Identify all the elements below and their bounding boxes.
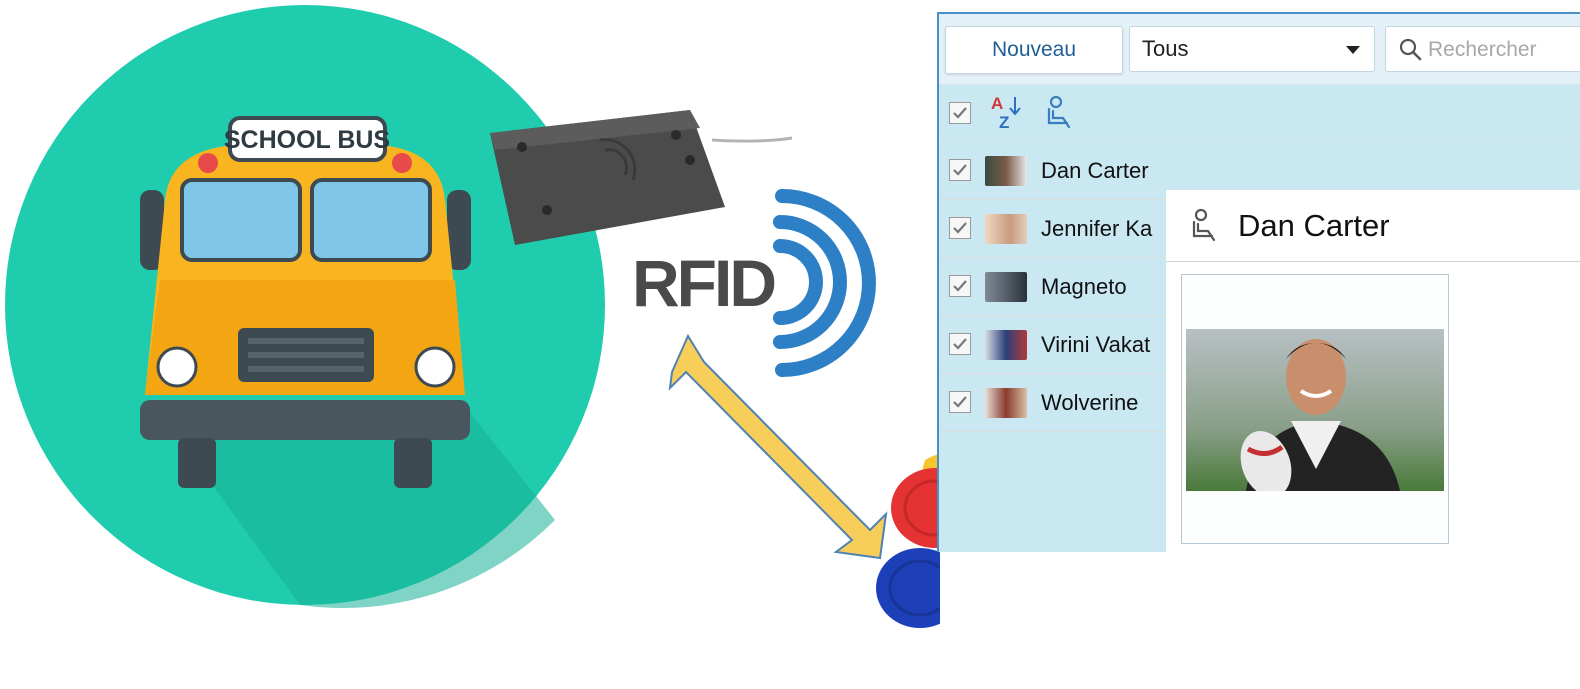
filter-select[interactable]: Tous bbox=[1129, 26, 1375, 72]
row-checkbox[interactable] bbox=[949, 275, 971, 297]
rfid-tags-icon bbox=[876, 453, 940, 628]
row-checkbox[interactable] bbox=[949, 217, 971, 239]
search-box[interactable] bbox=[1385, 26, 1580, 73]
double-arrow-icon bbox=[668, 333, 888, 560]
bus-shadow bbox=[150, 400, 555, 609]
check-icon bbox=[953, 107, 967, 119]
check-icon bbox=[953, 338, 967, 350]
avatar bbox=[985, 272, 1027, 302]
check-icon bbox=[953, 396, 967, 408]
list-item-name: Dan Carter bbox=[1041, 158, 1149, 183]
row-checkbox[interactable] bbox=[949, 159, 971, 181]
check-icon bbox=[953, 222, 967, 234]
row-checkbox[interactable] bbox=[949, 391, 971, 413]
avatar bbox=[985, 156, 1027, 186]
check-icon bbox=[953, 280, 967, 292]
svg-text:A: A bbox=[991, 94, 1003, 113]
sort-az-icon[interactable]: A Z bbox=[989, 93, 1025, 131]
seat-passenger-icon bbox=[1192, 208, 1216, 242]
list-item[interactable]: Magneto bbox=[939, 258, 1580, 316]
detail-title: Dan Carter bbox=[1238, 208, 1390, 243]
list-item-name: Magneto bbox=[1041, 274, 1127, 299]
user-photo bbox=[1186, 329, 1444, 491]
search-input[interactable] bbox=[1426, 27, 1580, 73]
rfid-logo-text: RFID bbox=[632, 246, 774, 320]
avatar bbox=[985, 388, 1027, 418]
list-item-name: Virini Vakat bbox=[1041, 332, 1151, 357]
rfid-reader-icon bbox=[490, 110, 793, 245]
user-photo-frame bbox=[1181, 274, 1449, 544]
filter-select-value: Tous bbox=[1142, 36, 1189, 61]
select-all-checkbox[interactable] bbox=[949, 102, 971, 124]
check-icon bbox=[953, 164, 967, 176]
new-button[interactable]: Nouveau bbox=[945, 26, 1123, 74]
rfid-illustration: SCHOOL BUS RFID bbox=[5, 5, 940, 628]
chevron-down-icon bbox=[1346, 46, 1360, 54]
svg-text:Z: Z bbox=[999, 113, 1009, 131]
avatar bbox=[985, 214, 1027, 244]
user-detail-card: Dan Carter bbox=[1166, 190, 1580, 552]
search-icon bbox=[1399, 38, 1422, 61]
row-checkbox[interactable] bbox=[949, 333, 971, 355]
bus-sign-text: SCHOOL BUS bbox=[224, 126, 390, 154]
detail-header: Dan Carter bbox=[1166, 190, 1580, 262]
list-item-name: Wolverine bbox=[1041, 390, 1139, 415]
school-bus-icon: SCHOOL BUS bbox=[140, 116, 471, 488]
avatar bbox=[985, 330, 1027, 360]
list-header: A Z bbox=[939, 84, 1580, 142]
seat-passenger-icon[interactable] bbox=[1041, 95, 1077, 131]
toolbar: Nouveau Tous bbox=[939, 14, 1580, 84]
rfid-waves-icon bbox=[773, 189, 876, 377]
list-item-name: Jennifer Ka bbox=[1041, 216, 1153, 241]
